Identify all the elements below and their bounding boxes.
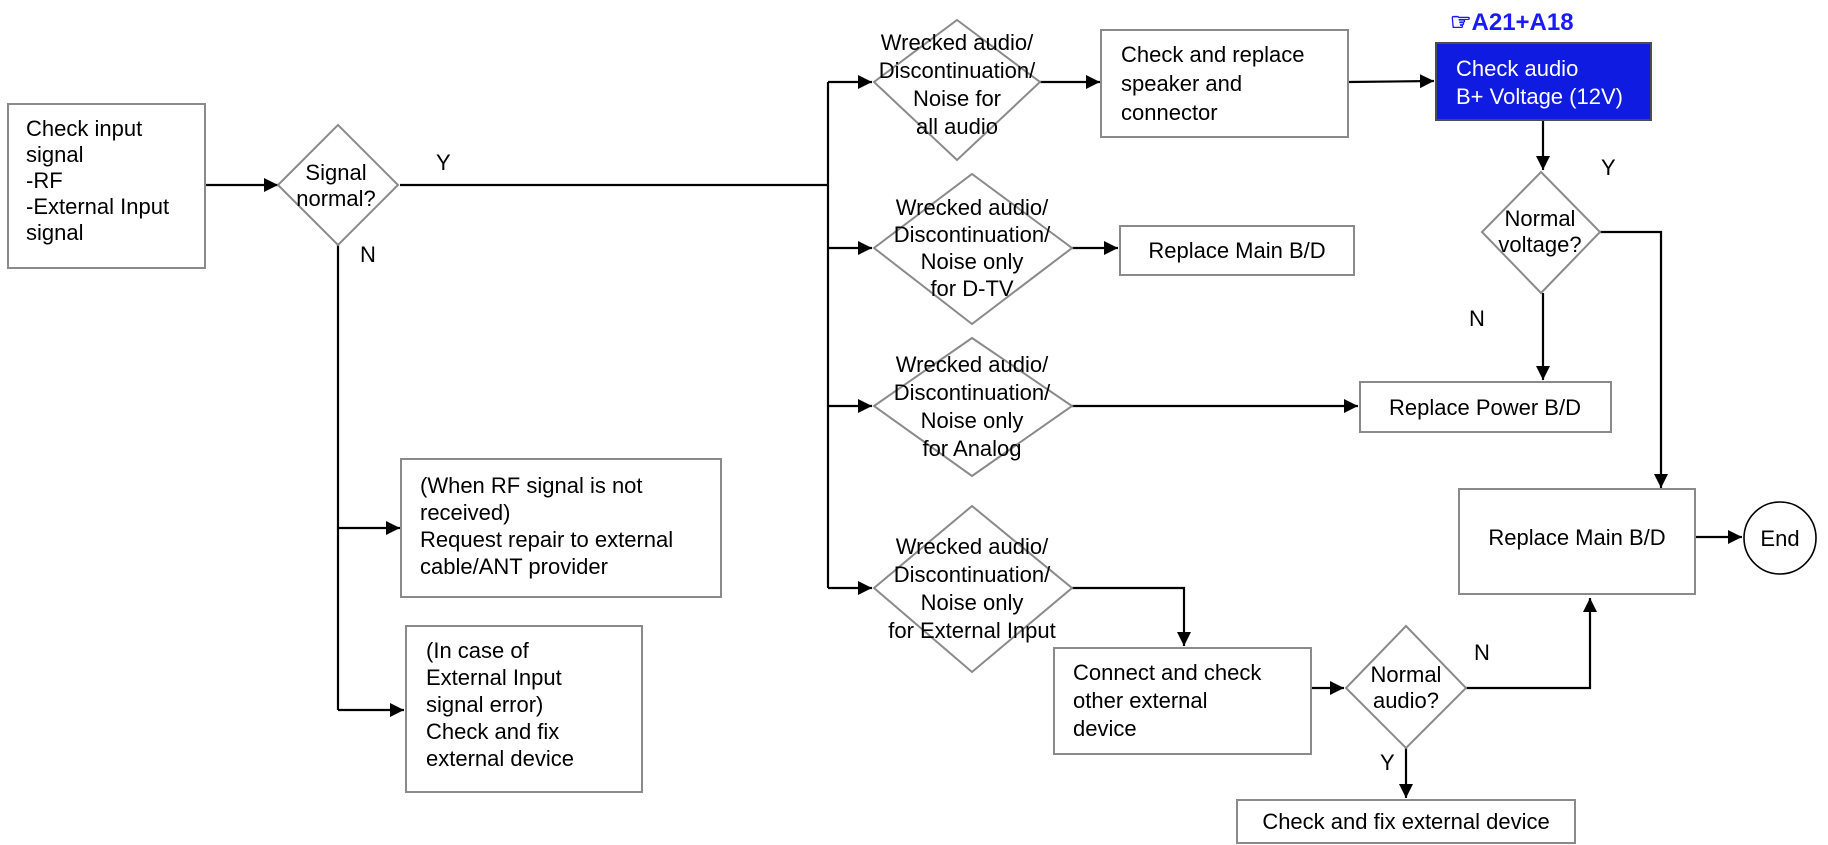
node-check-speaker: Check and replace speaker and connector xyxy=(1100,29,1349,138)
node-check-audio-voltage: Check audio B+ Voltage (12V) xyxy=(1435,42,1652,121)
ext-error-line-1: (In case of xyxy=(426,638,530,663)
dtv-line-3: Noise only xyxy=(921,249,1024,274)
check-fix-external-label: Check and fix external device xyxy=(1262,809,1549,834)
node-rf-not-received: (When RF signal is not received) Request… xyxy=(400,458,722,598)
rf-line-4: cable/ANT provider xyxy=(420,554,608,579)
connect-line-2: other external xyxy=(1073,688,1208,713)
edge-audio-no xyxy=(1466,598,1597,690)
end-label: End xyxy=(1760,526,1799,551)
connect-line-3: device xyxy=(1073,716,1137,741)
decision-all-audio: Wrecked audio/ Discontinuation/ Noise fo… xyxy=(872,18,1042,162)
analog-line-2: Discontinuation/ xyxy=(894,380,1051,405)
label-audio-yes: Y xyxy=(1380,750,1395,775)
normal-voltage-line-2: voltage? xyxy=(1498,232,1581,257)
all-audio-line-3: Noise for xyxy=(913,86,1001,111)
replace-main-1-label: Replace Main B/D xyxy=(1148,238,1325,263)
connect-line-1: Connect and check xyxy=(1073,660,1262,685)
decision-external: Wrecked audio/ Discontinuation/ Noise on… xyxy=(872,504,1074,674)
edge-external-to-connect xyxy=(1072,586,1191,646)
reference-tag: ☞A21+A18 xyxy=(1450,9,1574,36)
rf-line-2: received) xyxy=(420,500,510,525)
label-signal-yes: Y xyxy=(436,150,451,175)
signal-normal-line-1: Signal xyxy=(305,160,366,185)
check-input-line-4: -External Input xyxy=(26,194,169,219)
speaker-line-3: connector xyxy=(1121,100,1218,125)
decision-normal-voltage: Normal voltage? xyxy=(1480,170,1602,295)
check-input-line-5: signal xyxy=(26,220,83,245)
voltage-line-1: Check audio xyxy=(1456,56,1578,81)
check-input-line-2: signal xyxy=(26,142,83,167)
decision-signal-normal: Signal normal? xyxy=(276,123,400,247)
ext-error-line-4: Check and fix xyxy=(426,719,559,744)
external-line-4: for External Input xyxy=(888,618,1056,643)
normal-audio-line-2: audio? xyxy=(1373,688,1439,713)
speaker-line-1: Check and replace xyxy=(1121,42,1304,67)
analog-line-4: for Analog xyxy=(922,436,1021,461)
normal-voltage-line-1: Normal xyxy=(1505,206,1576,231)
analog-line-3: Noise only xyxy=(921,408,1024,433)
label-voltage-yes: Y xyxy=(1601,155,1616,180)
all-audio-line-4: all audio xyxy=(916,114,998,139)
replace-main-2-label: Replace Main B/D xyxy=(1488,525,1665,550)
node-replace-main-1: Replace Main B/D xyxy=(1119,225,1355,276)
node-replace-power: Replace Power B/D xyxy=(1359,381,1612,433)
decision-dtv: Wrecked audio/ Discontinuation/ Noise on… xyxy=(872,172,1074,326)
replace-power-label: Replace Power B/D xyxy=(1389,395,1581,420)
external-line-3: Noise only xyxy=(921,590,1024,615)
edge-speaker-to-voltage xyxy=(1347,74,1435,89)
node-ext-input-error: (In case of External Input signal error)… xyxy=(405,625,643,793)
normal-audio-line-1: Normal xyxy=(1371,662,1442,687)
label-signal-no: N xyxy=(360,242,376,267)
check-input-line-3: -RF xyxy=(26,168,63,193)
edge-voltage-yes xyxy=(1600,230,1668,488)
decision-analog: Wrecked audio/ Discontinuation/ Noise on… xyxy=(872,336,1074,478)
check-input-line-1: Check input xyxy=(26,116,142,141)
rf-line-1: (When RF signal is not xyxy=(420,473,643,498)
node-check-input: Check input signal -RF -External Input s… xyxy=(7,103,206,269)
voltage-line-2: B+ Voltage (12V) xyxy=(1456,84,1623,109)
rf-line-3: Request repair to external xyxy=(420,527,673,552)
ext-error-line-2: External Input xyxy=(426,665,562,690)
dtv-line-4: for D-TV xyxy=(930,276,1013,301)
node-connect-check: Connect and check other external device xyxy=(1053,647,1312,755)
connectors xyxy=(206,74,1742,798)
node-replace-main-2: Replace Main B/D xyxy=(1458,488,1696,595)
label-audio-no: N xyxy=(1474,640,1490,665)
all-audio-line-2: Discontinuation/ xyxy=(879,58,1036,83)
node-end: End xyxy=(1743,501,1817,575)
speaker-line-2: speaker and xyxy=(1121,71,1242,96)
signal-normal-line-2: normal? xyxy=(296,186,375,211)
dtv-line-1: Wrecked audio/ xyxy=(896,195,1049,220)
all-audio-line-1: Wrecked audio/ xyxy=(881,30,1034,55)
analog-line-1: Wrecked audio/ xyxy=(896,352,1049,377)
dtv-line-2: Discontinuation/ xyxy=(894,222,1051,247)
label-voltage-no: N xyxy=(1469,306,1485,331)
node-check-fix-external: Check and fix external device xyxy=(1236,799,1576,844)
ext-error-line-5: external device xyxy=(426,746,574,771)
external-line-1: Wrecked audio/ xyxy=(896,534,1049,559)
ext-error-line-3: signal error) xyxy=(426,692,543,717)
external-line-2: Discontinuation/ xyxy=(894,562,1051,587)
decision-normal-audio: Normal audio? xyxy=(1344,624,1468,750)
